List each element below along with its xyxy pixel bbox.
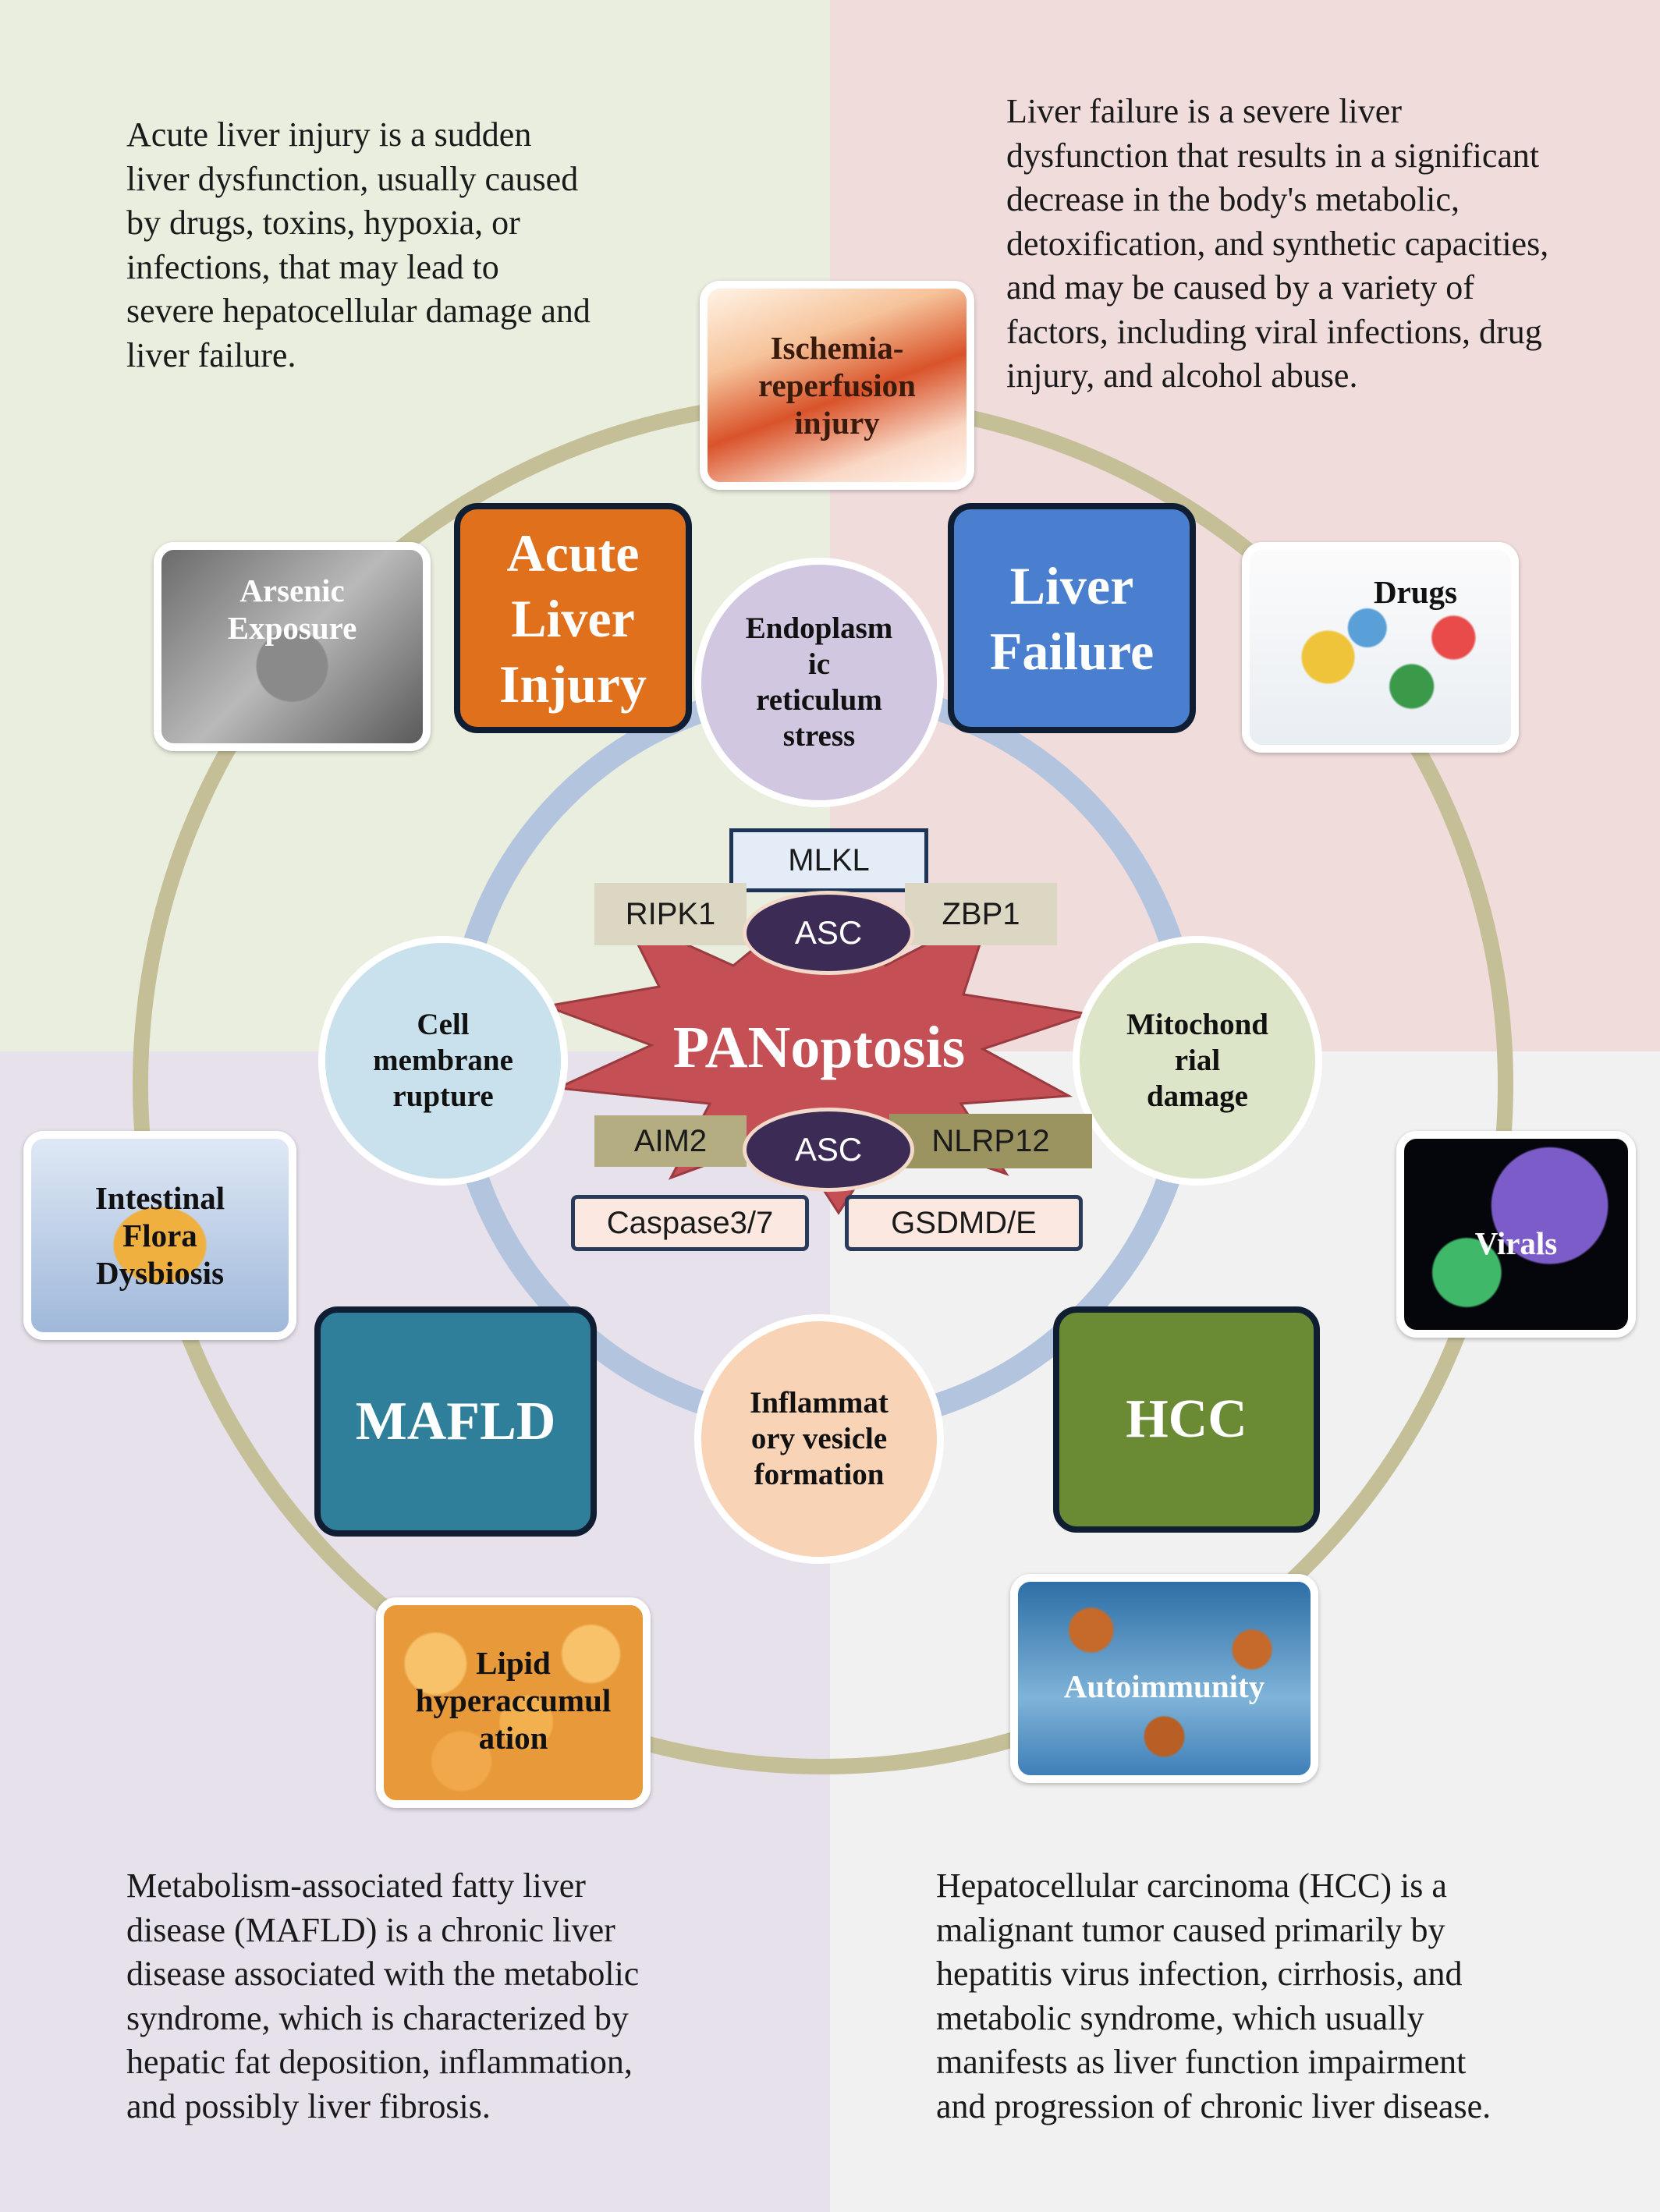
- intestinal-flora-tile: Intestinal Flora Dysbiosis: [23, 1131, 296, 1340]
- arsenic-exposure-tile: Arsenic Exposure: [154, 542, 431, 751]
- liver-failure-box: Liver Failure: [948, 503, 1196, 733]
- lipid-hyperaccumulation-tile: Lipid hyperaccumul ation: [376, 1597, 651, 1808]
- inflammatory-vesicle-circle: Inflammat ory vesicle formation: [694, 1314, 944, 1564]
- virals-tile: Virals: [1396, 1131, 1636, 1338]
- liver-failure-description: Liver failure is a severe liver dysfunct…: [1006, 92, 1549, 395]
- acute-liver-injury-description: Acute liver injury is a sudden liver dys…: [126, 115, 591, 374]
- ischemia-reperfusion-label: Ischemia- reperfusion injury: [758, 330, 916, 441]
- er-stress-circle: Endoplasm ic reticulum stress: [694, 558, 944, 807]
- asc-top: ASC: [743, 891, 914, 975]
- panoptosis-title: PANoptosis: [672, 1015, 966, 1080]
- molecule-nlrp12: NLRP12: [889, 1114, 1092, 1168]
- molecule-aim2: AIM2: [594, 1115, 747, 1167]
- drugs-label: Drugs: [1373, 574, 1458, 610]
- lipid-hyperaccumulation-label: Lipid hyperaccumul ation: [415, 1645, 612, 1756]
- autoimmunity-tile: Autoimmunity: [1010, 1574, 1318, 1783]
- intestinal-flora-label: Intestinal Flora Dysbiosis: [94, 1180, 225, 1291]
- autoimmunity-label: Autoimmunity: [1063, 1668, 1265, 1704]
- drugs-tile: Drugs: [1242, 542, 1519, 753]
- mitochondrial-damage-circle: Mitochond rial damage: [1073, 936, 1322, 1186]
- molecule-ripk1: RIPK1: [594, 883, 747, 945]
- mafld-box: MAFLD: [314, 1306, 597, 1537]
- molecule-caspase: Caspase3/7: [571, 1195, 809, 1251]
- hcc-box: HCC: [1053, 1306, 1320, 1533]
- cell-membrane-rupture-circle: Cell membrane rupture: [318, 936, 568, 1186]
- asc-bottom: ASC: [743, 1108, 914, 1192]
- molecule-mlkl: MLKL: [729, 828, 928, 892]
- molecule-gsdmd: GSDMD/E: [845, 1195, 1083, 1251]
- acute-liver-injury-box: Acute Liver Injury: [454, 503, 692, 733]
- hcc-description: Hepatocellular carcinoma (HCC) is a mali…: [936, 1866, 1492, 2125]
- ischemia-reperfusion-tile: Ischemia- reperfusion injury: [700, 281, 974, 490]
- molecule-zbp1: ZBP1: [905, 883, 1057, 945]
- arsenic-exposure-label: Arsenic Exposure: [227, 572, 357, 646]
- mafld-description: Metabolism-associated fatty liver diseas…: [126, 1866, 640, 2125]
- virals-label: Virals: [1474, 1225, 1558, 1261]
